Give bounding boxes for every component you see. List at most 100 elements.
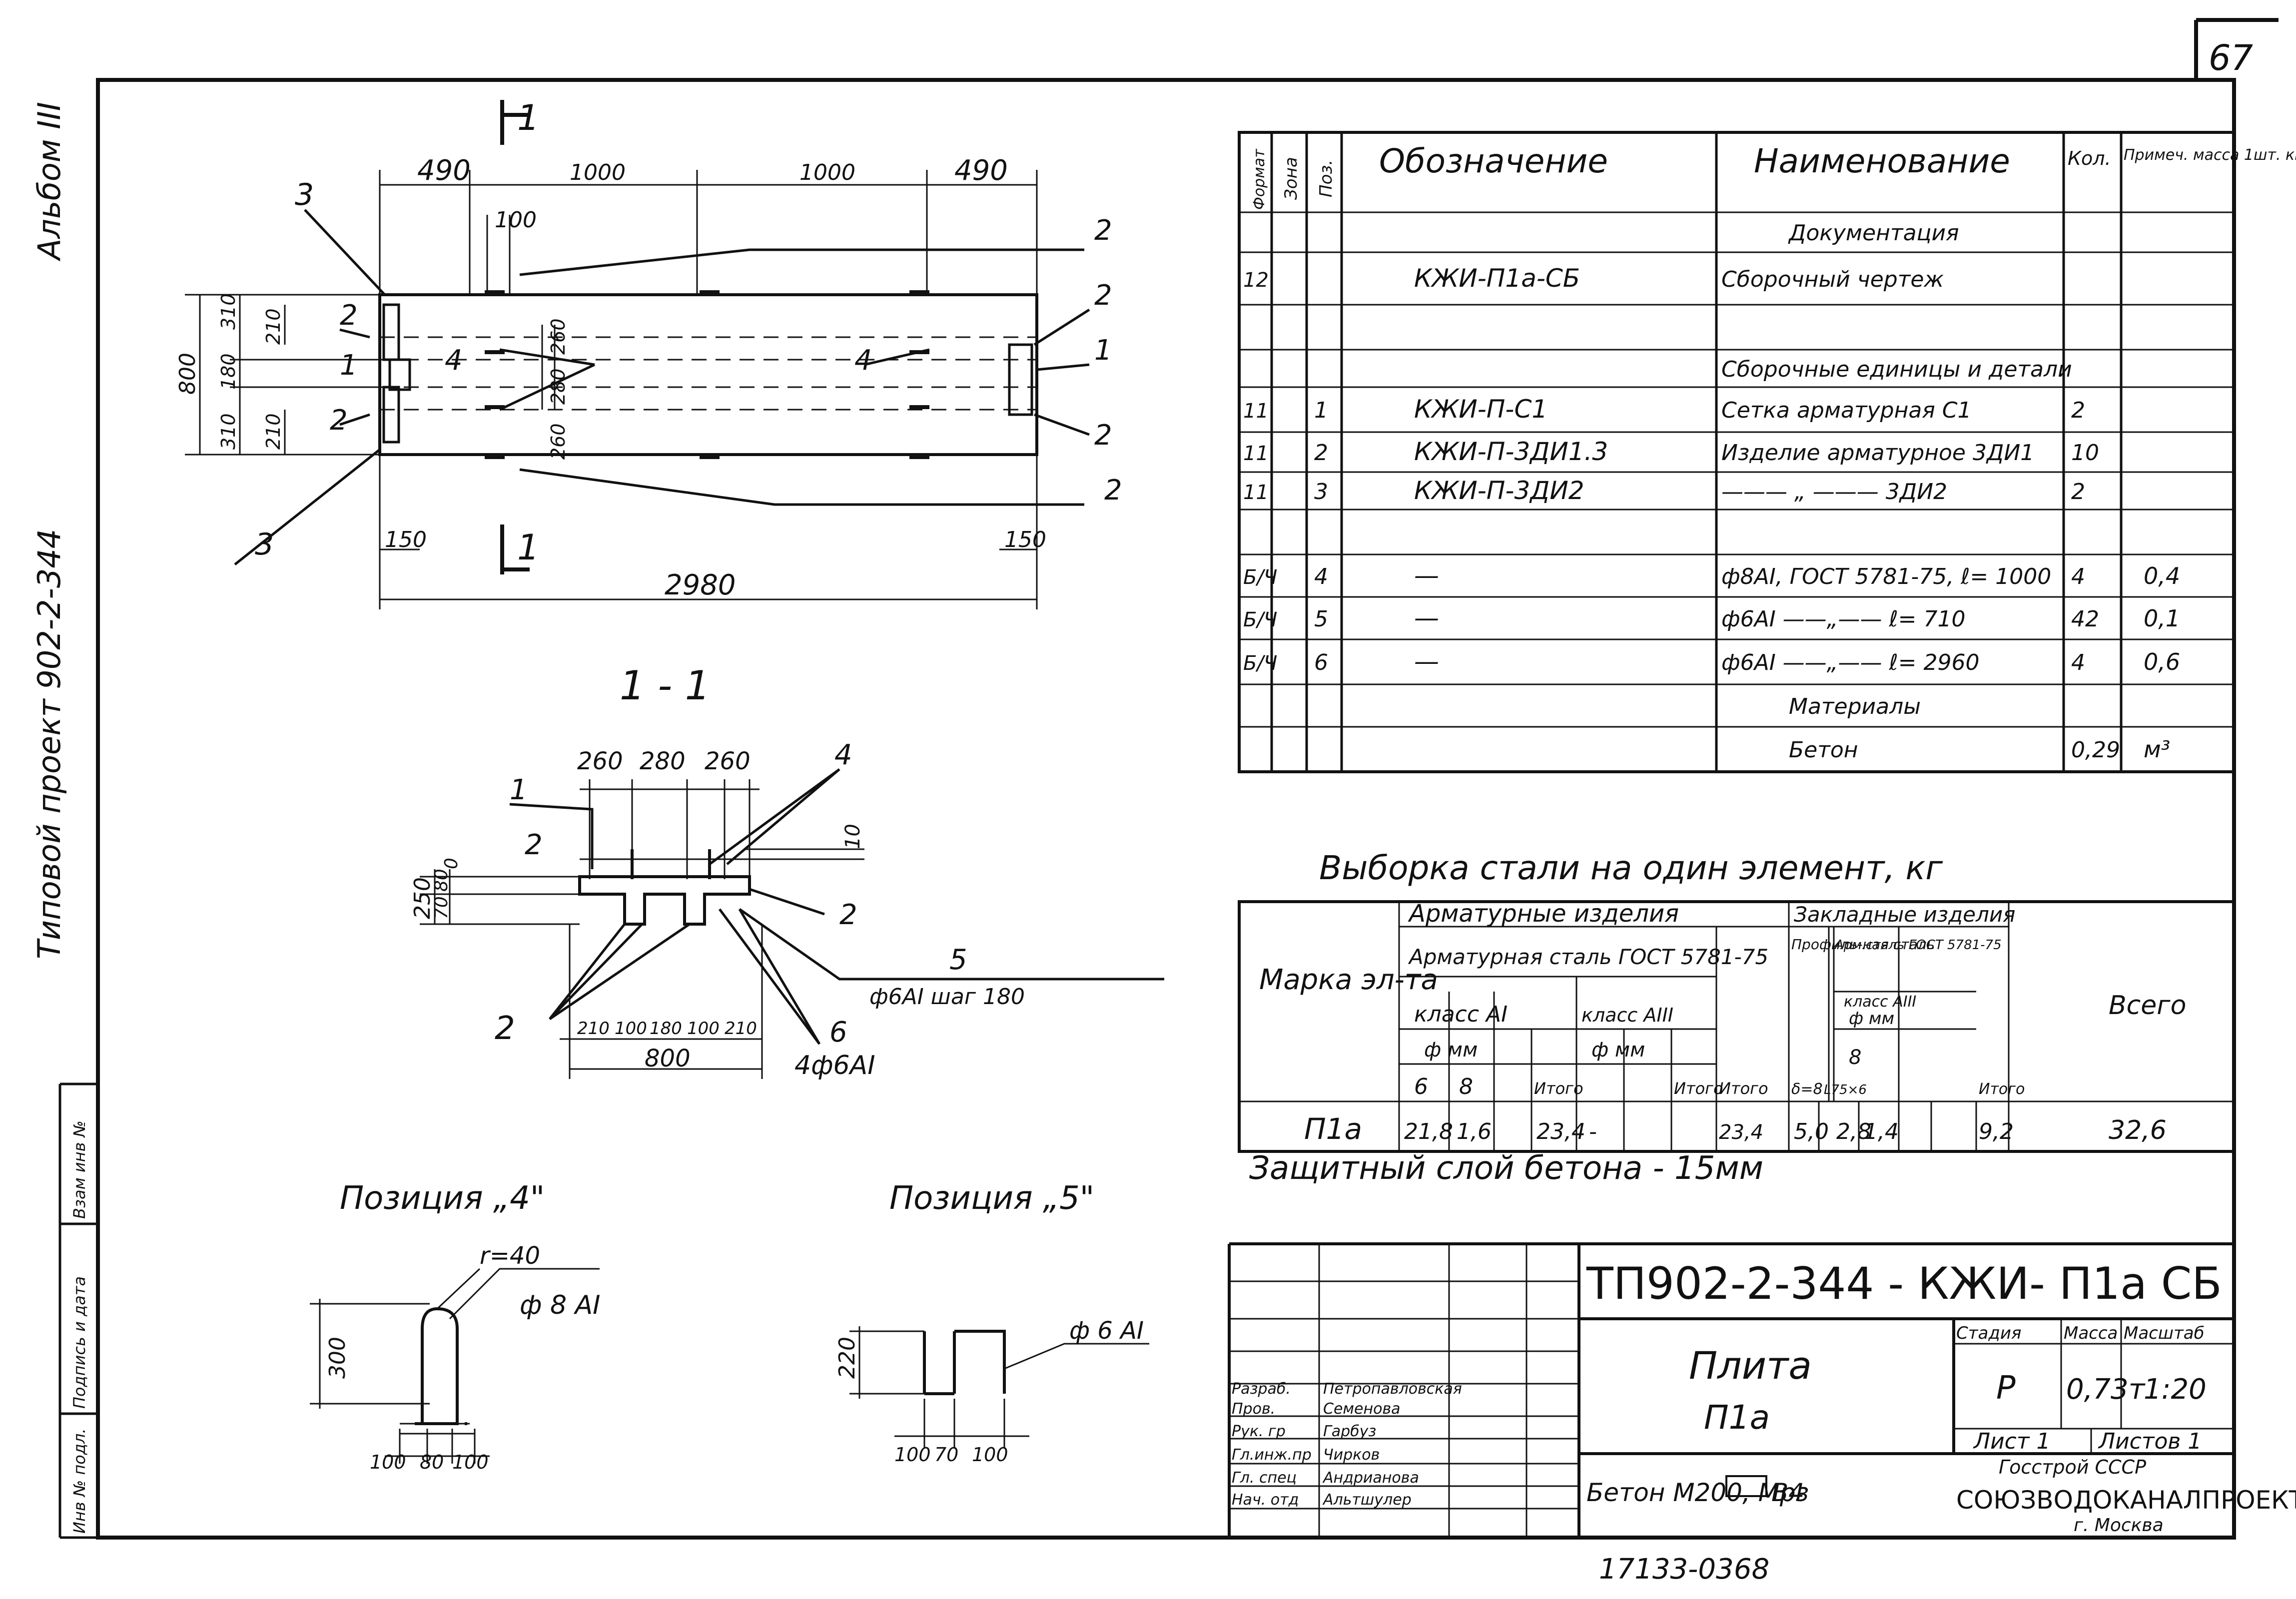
steel-title: Выборка стали на один элемент, кг (1319, 849, 1943, 887)
sheet-number: 67 (2209, 37, 2253, 78)
stamp-person-name: Гарбуз (1323, 1423, 1376, 1440)
spec-cell-format: Б/Ч (1243, 652, 1277, 675)
stamp-subtitle: П1а (1704, 1398, 1770, 1437)
sec-label-1: 1 (510, 774, 528, 806)
spec-cell-name: Документация (1788, 220, 1959, 246)
stamp-mass: 0,73т (2066, 1373, 2146, 1406)
pos4-dim-3: 100 (452, 1451, 489, 1473)
steel-itogo1: Итого (1534, 1079, 1583, 1098)
sec-dim-0: 0 (441, 858, 462, 869)
plan-label-2e: 2 (1094, 419, 1112, 452)
plan-label-2d: 2 (1094, 279, 1112, 312)
spec-cell-name: Сборочные единицы и детали (1721, 357, 2072, 382)
dim-100: 100 (495, 207, 537, 233)
section-mark-bottom: 1 (517, 527, 540, 568)
spec-cell-pos: 2 (1314, 440, 1328, 466)
sec-dim-260b: 260 (705, 747, 751, 775)
steel-row-d8: 1,4 (1864, 1119, 1899, 1144)
stamp-scale: 1:20 (2144, 1373, 2207, 1406)
sec-label-2b: 2 (839, 899, 857, 931)
steel-class-aiii2: класс AIII (1844, 993, 1916, 1011)
spec-cell-name: Изделие арматурное 3ДИ1 (1721, 440, 2034, 466)
sec-text-6: 4ф6AI (794, 1051, 875, 1080)
dim-top-4: 490 (954, 154, 1008, 187)
stamp-scale-h: Масштаб (2124, 1323, 2205, 1343)
pos5-bar: ф 6 AI (1069, 1317, 1144, 1345)
steel-l75: L75×6 (1824, 1082, 1867, 1097)
spec-cell-pos: 1 (1314, 398, 1328, 423)
dim-800: 800 (175, 353, 200, 395)
sec-dim-80: 80 (431, 869, 452, 892)
steel-row-it3: 9,2 (1979, 1119, 2014, 1144)
spec-h-qty: Кол. (2068, 147, 2111, 169)
sec-text-5: ф6AI шаг 180 (869, 984, 1025, 1010)
spec-h-format: Формат (1251, 148, 1268, 210)
steel-dmm: ф мм (1424, 1039, 1478, 1062)
spec-cell-pos: 3 (1314, 479, 1328, 505)
spec-cell-designation: — (1414, 647, 1439, 676)
dim-top-3: 1000 (799, 160, 855, 185)
stamp-person-name: Андрианова (1322, 1469, 1419, 1487)
steel-d6: 6 (1414, 1074, 1428, 1099)
pos5-dim-3: 100 (972, 1444, 1008, 1466)
spec-table: Формат Зона Поз. Обозначение Наименовани… (1238, 131, 2296, 773)
section-title: 1 - 1 (620, 662, 711, 709)
project-label: Типовой проект 902-2-344 (31, 529, 67, 959)
spec-cell-qty: 4 (2071, 650, 2085, 675)
dim-180: 180 (217, 353, 239, 390)
spec-cell-name: ——— „ ——— 3ДИ2 (1721, 479, 1947, 505)
steel-arm-h: Арматурные изделия (1408, 900, 1679, 928)
stamp-concrete-suffix: В4 (1771, 1478, 1804, 1507)
steel-d8b: 8 (1849, 1046, 1861, 1069)
archive-number: 17133-03 (1599, 1553, 1734, 1586)
sec-dim-100b: 100 (687, 1019, 720, 1039)
plan-label-3-top: 3 (295, 177, 314, 212)
page-number-bottom: 68 (1734, 1553, 1769, 1586)
spec-cell-qty: 2 (2071, 479, 2085, 505)
spec-cell-note: 0,4 (2144, 562, 2180, 589)
spec-cell-designation: — (1414, 603, 1439, 632)
spec-cell-format: 11 (1243, 400, 1269, 423)
sec-dim-260a: 260 (577, 747, 623, 775)
dim-210b: 210 (262, 413, 284, 450)
stamp-code: ТП902-2-344 - КЖИ- П1а СБ (1586, 1258, 2222, 1309)
spec-cell-qty: 2 (2071, 398, 2085, 423)
spec-cell-pos: 4 (1314, 564, 1328, 589)
stamp-city: г. Москва (2074, 1515, 2164, 1536)
pos4-height: 300 (325, 1337, 350, 1379)
steel-row-v8: 1,6 (1457, 1119, 1492, 1144)
steel-itogo4: Итого (1979, 1080, 2025, 1098)
dim-310b: 310 (217, 413, 239, 450)
steel-itogo3: Итого (1719, 1079, 1768, 1098)
spec-h-designation: Обозначение (1379, 142, 1608, 180)
spec-cell-name: Сетка арматурная С1 (1721, 398, 1972, 423)
plan-label-1: 1 (340, 349, 358, 382)
dim-260b: 260 (547, 423, 569, 460)
steel-dmm2: ф мм (1849, 1009, 1894, 1029)
spec-cell-format: 11 (1243, 481, 1269, 504)
section-view: 1 - 1 260 280 260 250 70 80 0 10 210 100… (410, 662, 1164, 1080)
steel-embed-h: Закладные изделия (1794, 902, 2015, 927)
position-4: Позиция „4" r=40 ф 8 AI 300 100 80 100 (310, 1180, 601, 1473)
stamp-title: Плита (1689, 1343, 1812, 1388)
spec-cell-name: Сборочный чертеж (1721, 267, 1944, 292)
sec-dim-210a: 210 (577, 1019, 610, 1039)
spec-cell-qty: 10 (2071, 440, 2099, 466)
spec-cell-designation: КЖИ-П-С1 (1414, 395, 1547, 424)
sec-dim-800: 800 (645, 1045, 691, 1072)
steel-t8: δ=8 (1791, 1080, 1823, 1098)
plan-label-2f: 2 (1104, 474, 1122, 507)
stamp-person-role: Гл.инж.пр (1232, 1446, 1312, 1464)
stamp-person-role: Рук. гр (1232, 1423, 1286, 1440)
sec-label-4: 4 (834, 739, 852, 771)
stamp-person-name: Чирков (1323, 1446, 1380, 1464)
spec-cell-note: м³ (2144, 736, 2170, 763)
spec-cell-note: 0,6 (2144, 648, 2180, 675)
protect-layer-note: Защитный слой бетона - 15мм (1249, 1150, 1763, 1187)
frame (96, 78, 2236, 1540)
sec-label-6: 6 (829, 1016, 847, 1049)
sec-dim-100a: 100 (615, 1019, 647, 1039)
stamp-stage: Р (1996, 1370, 2016, 1407)
pos5-dim-2: 70 (934, 1444, 958, 1466)
spec-cell-qty: 42 (2071, 606, 2099, 632)
